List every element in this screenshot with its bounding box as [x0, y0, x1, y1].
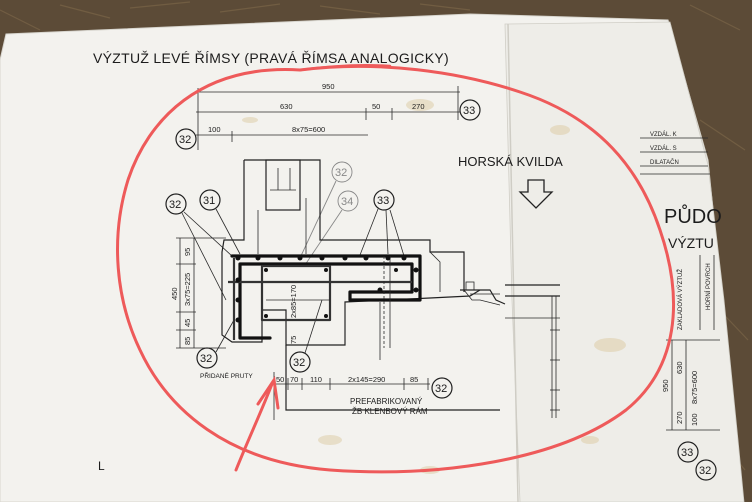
marker-32-bottom-right: 32 [431, 377, 453, 399]
dim-left-d: 45 [183, 319, 192, 327]
dim-right-v5: 100 [690, 413, 699, 426]
svg-text:31: 31 [203, 195, 215, 207]
dim-top-total: 950 [322, 82, 335, 91]
marker-33-mid: 33 [373, 189, 395, 211]
side-label: HORSKÁ KVILDA [458, 154, 563, 169]
svg-text:33: 33 [681, 447, 693, 459]
dim-bottom-a: 50 [276, 375, 284, 384]
marker-32-right: 32 [695, 459, 717, 481]
right-partial-1: PŮDO [664, 204, 722, 228]
red-marker-tail [298, 63, 392, 72]
svg-text:32: 32 [335, 167, 347, 179]
svg-text:32: 32 [699, 465, 711, 477]
svg-text:32: 32 [293, 357, 305, 369]
dim-left-e: 85 [183, 337, 192, 345]
red-marker-circle [116, 64, 675, 474]
sheet-title: VÝZTUŽ LEVÉ ŘÍMSY (PRAVÁ ŘÍMSA ANALOGICK… [93, 50, 449, 66]
dim-top-c: 270 [412, 102, 425, 111]
dim-top-a: 630 [280, 102, 293, 111]
svg-text:34: 34 [341, 196, 353, 208]
corner-mark: L [98, 459, 105, 473]
dim-inner-v1: 2x85=170 [289, 285, 298, 318]
red-arrow-icon [234, 375, 280, 472]
left-dimension-chain: 95 3x75=225 450 45 85 2x85=170 75 [170, 237, 298, 349]
added-bars-label: PŘIDANÉ PRUTY [200, 371, 253, 380]
right-top-2: VZDÁL. S [650, 145, 677, 152]
dim-bottom-d: 2x145=290 [348, 375, 385, 384]
arrow-down-icon [518, 179, 554, 209]
svg-text:32: 32 [179, 134, 191, 146]
dim-right-v2: 270 [675, 411, 684, 424]
dim-second-a: 100 [208, 125, 221, 134]
right-partial-2: VÝZTU [668, 235, 714, 251]
svg-text:33: 33 [377, 195, 389, 207]
paper-stains [242, 99, 626, 474]
dim-top-b: 50 [372, 102, 380, 111]
right-top-1: VZDÁL. K [650, 131, 677, 138]
marker-33-top: 33 [459, 99, 481, 121]
rebar-dots [235, 255, 419, 323]
dim-bottom-e: 85 [410, 375, 418, 384]
precast-label-line1: PREFABRIKOVANÝ [350, 397, 423, 406]
marker-34-grey: 34 [337, 190, 359, 212]
dim-right-v1: 950 [661, 379, 670, 392]
dim-left-b: 3x75=225 [183, 273, 192, 306]
svg-text:32: 32 [435, 383, 447, 395]
right-top-3: DILATAČN [650, 159, 679, 166]
dim-left-a: 95 [183, 248, 192, 256]
dim-second-b: 8x75=600 [292, 125, 325, 134]
svg-text:32: 32 [200, 353, 212, 365]
marker-32-bottom-mid: 32 [289, 351, 311, 373]
paper-fold [507, 23, 519, 502]
dim-bottom-c: 110 [310, 375, 322, 384]
top-dimension-chain: 950 630 50 270 100 8x75=600 [196, 82, 460, 150]
dim-right-v4: 630 [675, 361, 684, 374]
svg-text:33: 33 [463, 105, 475, 117]
svg-text:32: 32 [169, 199, 181, 211]
dim-right-v3: 8x75=600 [690, 371, 699, 404]
marker-33-right: 33 [677, 441, 699, 463]
right-sheet-drawing: VZDÁL. K VZDÁL. S DILATAČN PŮDO VÝZTU 95… [505, 131, 722, 431]
dim-right-v7: HORNÍ POVRCH [705, 263, 712, 310]
dim-right-v6: ZAKLADOVÁ VÝZTUŽ [676, 269, 684, 330]
precast-label-line2: ŽB KLENBOVÝ RÁM [352, 407, 428, 416]
bottom-dimension-chain: 50 70 110 2x145=290 85 [272, 372, 430, 420]
marker-31: 31 [199, 189, 221, 211]
marker-32-left: 32 [165, 193, 187, 215]
marker-32-top: 32 [175, 128, 197, 150]
dim-left-c: 450 [170, 287, 179, 300]
dim-inner-v2: 75 [289, 336, 298, 344]
dim-bottom-b: 70 [290, 375, 298, 384]
marker-32-grey: 32 [331, 161, 353, 183]
